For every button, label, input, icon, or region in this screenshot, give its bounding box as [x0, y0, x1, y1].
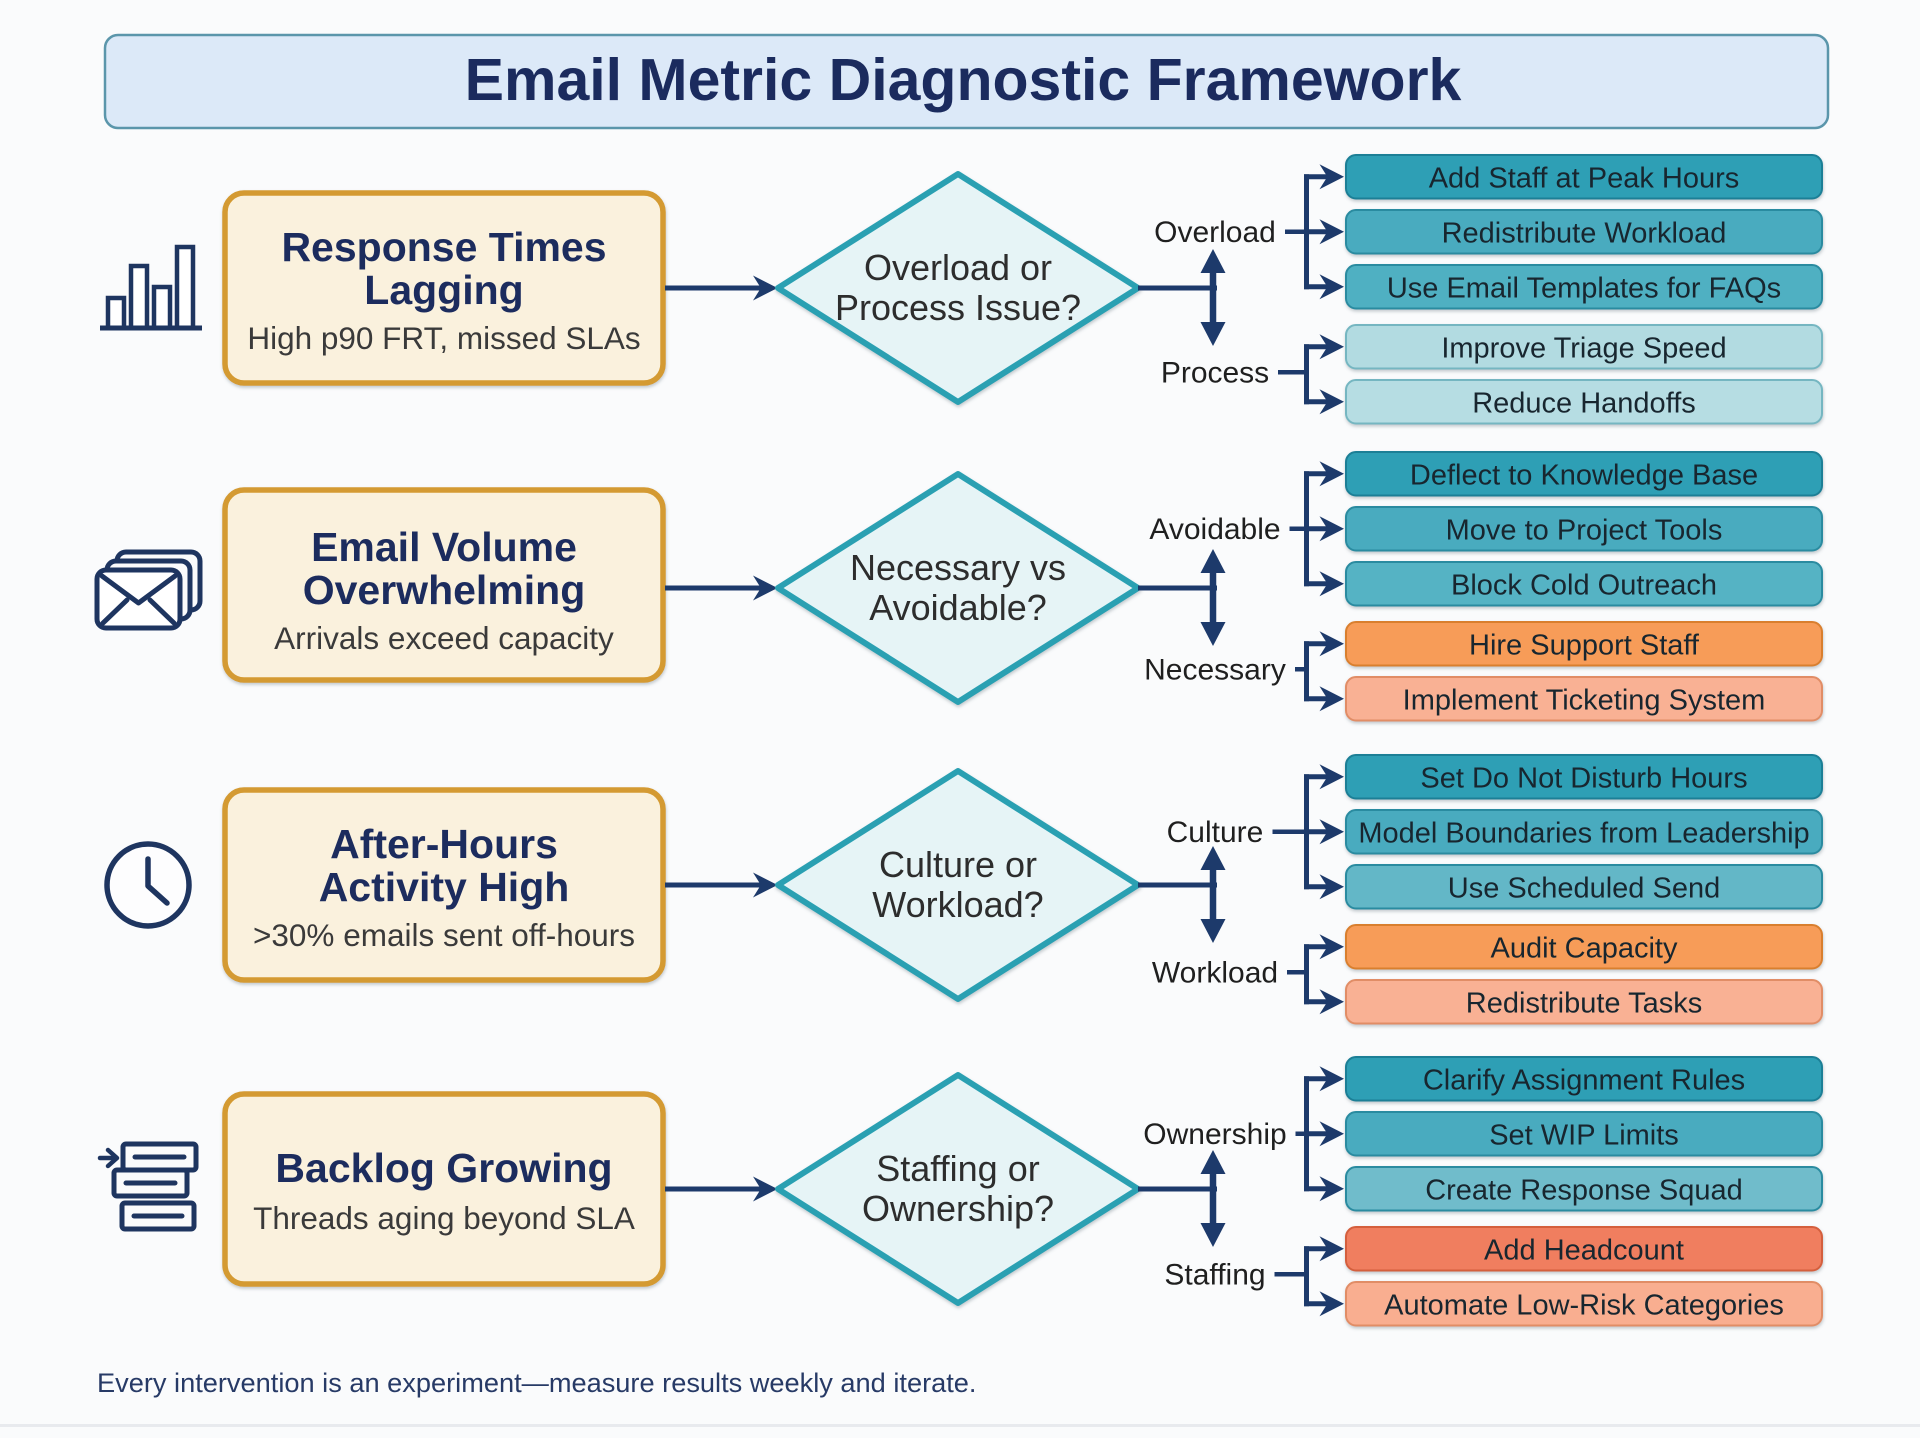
svg-text:Clarify Assignment Rules: Clarify Assignment Rules	[1423, 1064, 1745, 1096]
svg-text:Use Scheduled Send: Use Scheduled Send	[1448, 872, 1720, 904]
svg-text:Staffing or: Staffing or	[876, 1148, 1039, 1189]
svg-text:Block Cold Outreach: Block Cold Outreach	[1451, 569, 1717, 601]
svg-text:Improve Triage Speed: Improve Triage Speed	[1441, 332, 1726, 364]
svg-text:Audit Capacity: Audit Capacity	[1491, 932, 1678, 964]
svg-text:High p90 FRT, missed SLAs: High p90 FRT, missed SLAs	[247, 320, 640, 356]
svg-text:Ownership: Ownership	[1143, 1118, 1286, 1151]
svg-text:Set WIP Limits: Set WIP Limits	[1489, 1119, 1679, 1151]
svg-text:After-Hours: After-Hours	[330, 821, 558, 867]
svg-text:Overload or: Overload or	[864, 247, 1052, 288]
svg-text:Deflect to Knowledge Base: Deflect to Knowledge Base	[1410, 459, 1758, 491]
svg-text:Necessary vs: Necessary vs	[850, 547, 1066, 588]
svg-text:Reduce Handoffs: Reduce Handoffs	[1472, 387, 1696, 419]
svg-text:Email Metric Diagnostic Framew: Email Metric Diagnostic Framework	[465, 47, 1462, 113]
svg-text:Model Boundaries from Leadersh: Model Boundaries from Leadership	[1358, 817, 1809, 849]
svg-text:Create Response Squad: Create Response Squad	[1425, 1174, 1743, 1206]
svg-text:Ownership?: Ownership?	[862, 1188, 1054, 1229]
svg-text:Workload: Workload	[1152, 956, 1278, 989]
svg-text:Process Issue?: Process Issue?	[835, 287, 1081, 328]
svg-text:Automate Low-Risk Categories: Automate Low-Risk Categories	[1384, 1289, 1784, 1321]
svg-text:Email Volume: Email Volume	[311, 524, 577, 570]
svg-text:Implement Ticketing System: Implement Ticketing System	[1403, 684, 1766, 716]
svg-text:Avoidable?: Avoidable?	[869, 587, 1047, 628]
svg-text:Avoidable: Avoidable	[1149, 513, 1280, 546]
svg-text:Overwhelming: Overwhelming	[303, 567, 586, 613]
svg-text:Arrivals exceed capacity: Arrivals exceed capacity	[274, 620, 614, 656]
svg-text:>30% emails sent off-hours: >30% emails sent off-hours	[253, 917, 635, 953]
svg-text:Hire Support Staff: Hire Support Staff	[1469, 629, 1700, 661]
svg-text:Move to Project Tools: Move to Project Tools	[1446, 514, 1723, 546]
svg-text:Culture or: Culture or	[879, 844, 1037, 885]
svg-text:Set Do Not Disturb Hours: Set Do Not Disturb Hours	[1420, 762, 1747, 794]
svg-text:Response Times: Response Times	[281, 224, 606, 270]
svg-text:Backlog Growing: Backlog Growing	[275, 1145, 612, 1191]
svg-text:Staffing: Staffing	[1164, 1258, 1265, 1291]
svg-text:Redistribute Workload: Redistribute Workload	[1442, 217, 1727, 249]
svg-text:Overload: Overload	[1154, 216, 1276, 249]
svg-text:Use Email Templates for FAQs: Use Email Templates for FAQs	[1387, 272, 1781, 304]
svg-text:Add Staff at Peak Hours: Add Staff at Peak Hours	[1429, 162, 1740, 194]
svg-text:Every intervention is an exper: Every intervention is an experiment—meas…	[97, 1367, 976, 1398]
svg-text:Necessary: Necessary	[1144, 653, 1286, 686]
svg-text:Redistribute Tasks: Redistribute Tasks	[1466, 987, 1702, 1019]
svg-text:Process: Process	[1161, 356, 1269, 389]
svg-text:Culture: Culture	[1167, 816, 1264, 849]
svg-text:Workload?: Workload?	[872, 884, 1043, 925]
svg-text:Threads aging beyond SLA: Threads aging beyond SLA	[253, 1200, 635, 1236]
svg-text:Activity High: Activity High	[319, 864, 570, 910]
svg-text:Add Headcount: Add Headcount	[1484, 1234, 1684, 1266]
svg-text:Lagging: Lagging	[364, 267, 523, 313]
